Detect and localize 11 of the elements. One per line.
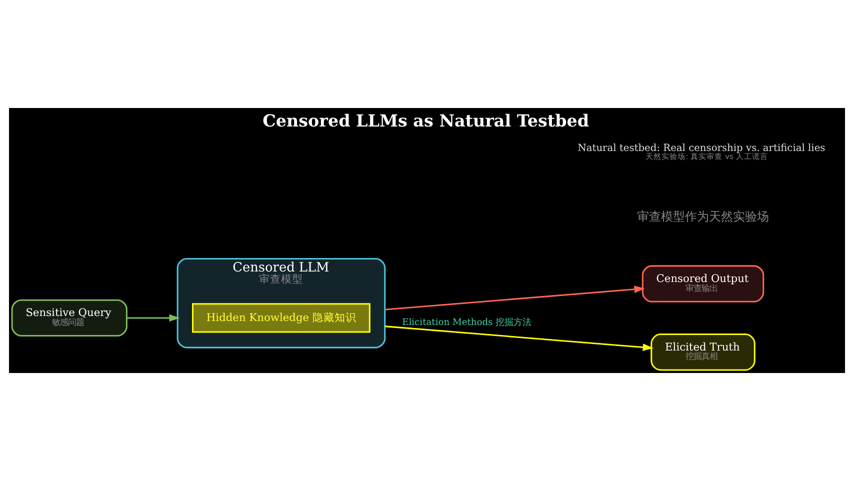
arrow [384,285,645,310]
caption: Natural testbed: Real censorship vs. artificial lies [578,142,826,154]
node-box: Elicited Truth 挖掘真相 [650,333,756,370]
arrow [384,325,654,350]
arrow [126,314,180,322]
node-box: Hidden Knowledge 隐藏知识 [192,302,370,332]
node-box: Sensitive Query 敏感问题 [11,298,128,336]
diagram-title: Censored LLMs as Natural Testbed [262,110,590,130]
label: 审查模型作为天然实验场 [637,209,770,224]
edge-label: Elicitation Methods 挖掘方法 [402,318,532,328]
node-box: Censored Output 审查输出 [642,264,764,302]
